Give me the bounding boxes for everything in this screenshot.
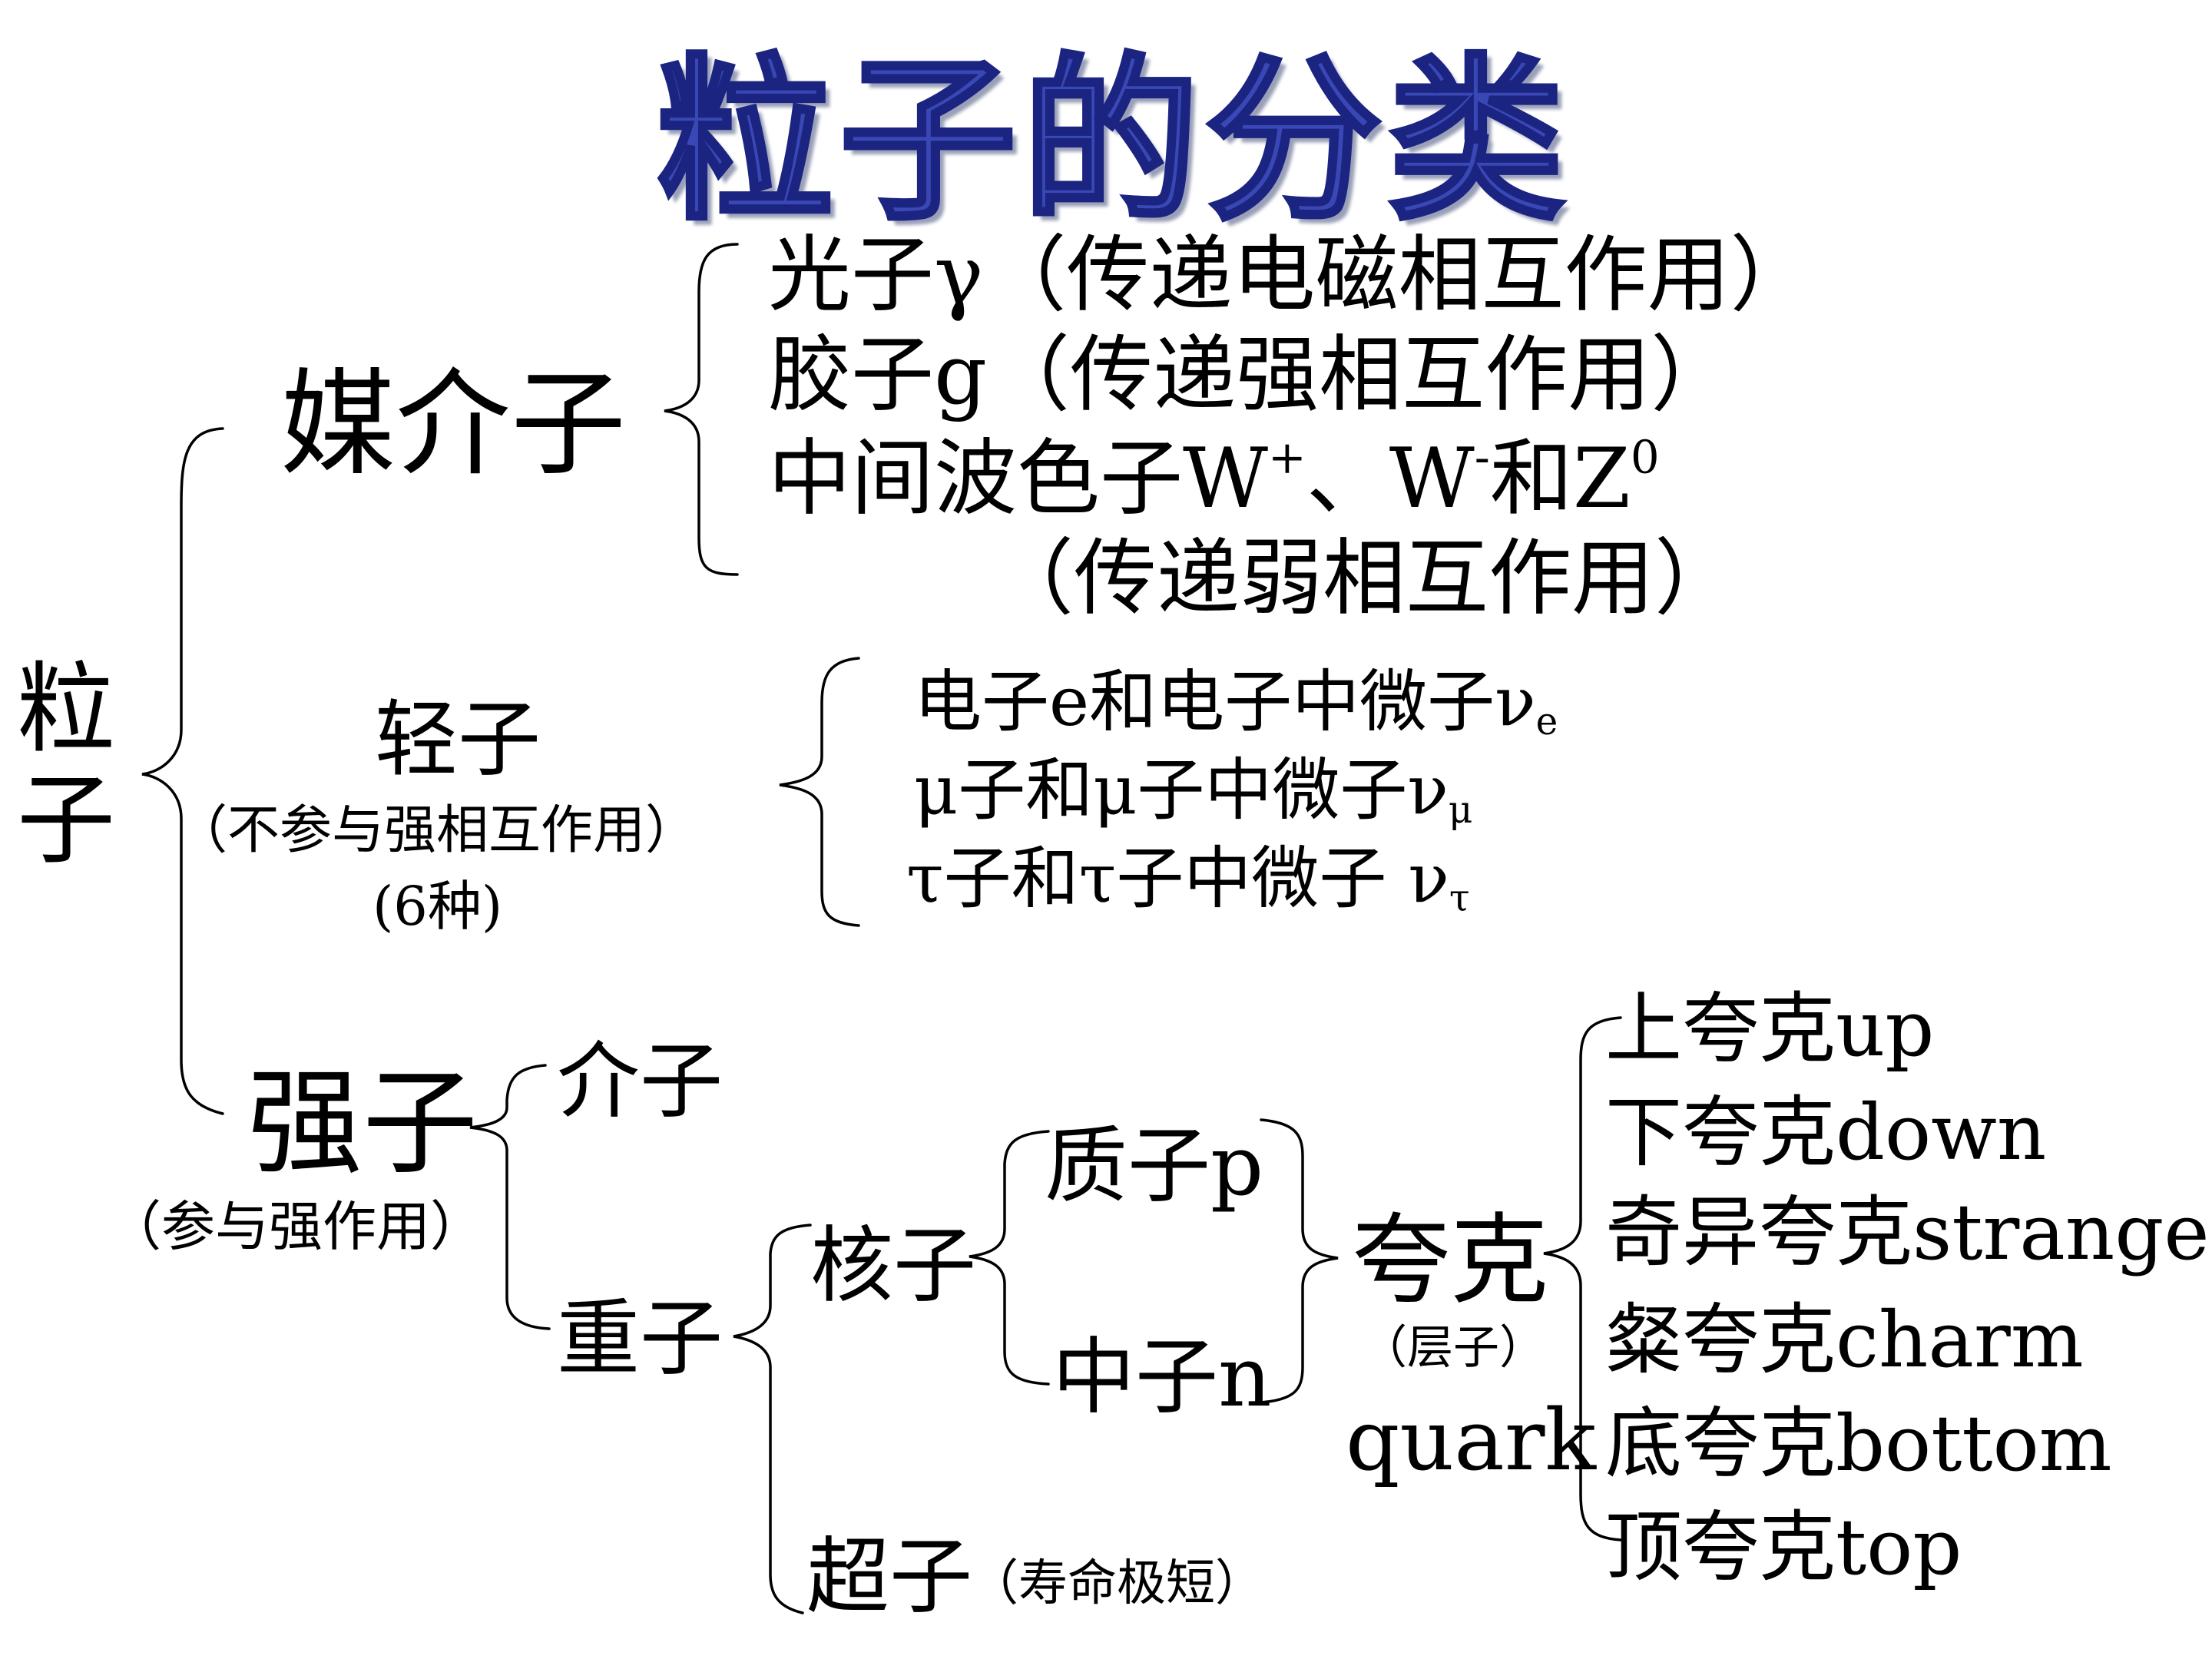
quark-label: 夸克	[1352, 1204, 1549, 1318]
lepton-item-electron: 电子e和电子中微子νe	[914, 668, 1558, 741]
quark-note: （层子）	[1361, 1321, 1545, 1375]
boson-mid: 、W	[1306, 431, 1475, 527]
nucleon-brace	[969, 1130, 1050, 1386]
neutron-label: 中子n	[1052, 1330, 1272, 1426]
hyperon-note: （寿命极短）	[969, 1555, 1264, 1612]
quark-flavor-up: 上夸克up	[1605, 984, 1935, 1074]
lepton-count: (6种)	[373, 875, 503, 938]
mediator-brace	[664, 243, 739, 576]
proton-label: 质子p	[1045, 1118, 1264, 1214]
baryon-brace	[733, 1224, 812, 1614]
mediator-item-photon: 光子γ（传递电磁相互作用）	[768, 227, 1813, 323]
mediator-label: 媒介子	[280, 358, 627, 492]
quark-flavor-top: 顶夸克top	[1605, 1502, 1962, 1592]
root-label-1: 粒	[17, 652, 116, 767]
lepton-item-tau-sub: τ	[1449, 877, 1470, 921]
quark-flavor-bottom: 底夸克bottom	[1605, 1399, 2112, 1488]
lepton-label: 轻子	[375, 692, 541, 788]
mediator-item-weak-note: （传递弱相互作用）	[991, 531, 1738, 627]
hadron-label: 强子	[247, 1057, 478, 1190]
quark-flavor-down: 下夸克down	[1605, 1088, 2047, 1177]
quark-join-brace	[1260, 1118, 1339, 1404]
baryon-label: 重子	[557, 1291, 724, 1387]
mediator-item-boson: 中间波色子W+、W-和Z0	[768, 435, 1660, 521]
meson-label: 介子	[557, 1034, 724, 1130]
page-title: 粒子的分类	[654, 39, 1571, 244]
lepton-item-muon-sub: μ	[1448, 789, 1473, 833]
root-brace	[141, 427, 224, 1115]
boson-mid2: 和Z	[1489, 431, 1631, 527]
hadron-note: （参与强作用）	[108, 1195, 484, 1258]
lepton-note: （不参与强相互作用）	[175, 800, 698, 861]
quark-brace	[1543, 1016, 1622, 1541]
lepton-item-electron-text: 电子e和电子中微子ν	[914, 662, 1536, 741]
lepton-item-tau-text: τ子和τ子中微子 ν	[906, 839, 1449, 918]
hyperon-label: 超子	[806, 1529, 973, 1625]
lepton-item-tau: τ子和τ子中微子 ντ	[906, 845, 1470, 918]
boson-sup-zero: 0	[1630, 431, 1660, 485]
nucleon-label: 核子	[810, 1218, 977, 1314]
lepton-item-muon: μ子和μ子中微子νμ	[914, 757, 1472, 830]
quark-flavor-charm: 粲夸克charm	[1605, 1295, 2084, 1385]
root-label-2: 子	[17, 763, 116, 878]
quark-english: quark	[1346, 1391, 1597, 1489]
lepton-item-muon-text: μ子和μ子中微子ν	[914, 750, 1449, 830]
hadron-brace	[469, 1064, 551, 1330]
quark-flavor-strange: 奇异夸克strange	[1605, 1187, 2210, 1277]
boson-sup-plus: +	[1268, 431, 1306, 485]
boson-text: 中间波色子W	[768, 431, 1269, 527]
lepton-brace	[779, 657, 860, 927]
mediator-item-gluon: 胶子g（传递强相互作用）	[768, 327, 1734, 423]
boson-sup-minus: -	[1474, 431, 1490, 485]
lepton-item-electron-sub: e	[1535, 700, 1558, 744]
